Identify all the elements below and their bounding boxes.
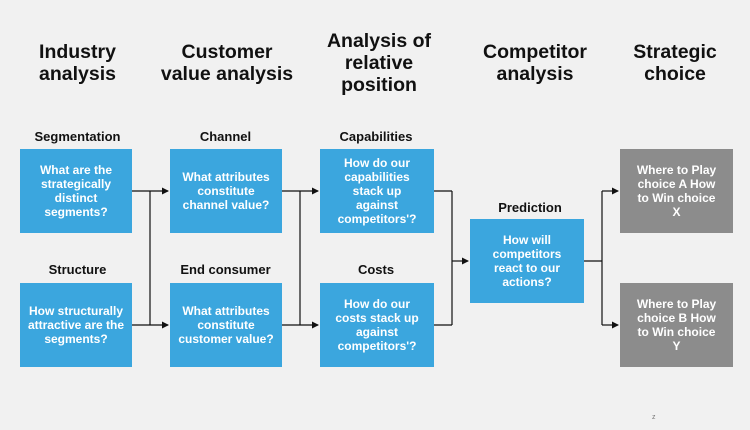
capabilities-box: How do our capabilities stack up against… [320, 149, 434, 233]
label-segmentation: Segmentation [34, 129, 121, 144]
column-title-industry-analysis: Industry analysis [39, 41, 116, 85]
end-consumer-box: What attributes constitute customer valu… [170, 283, 282, 367]
structure-box: How structurally attractive are the segm… [20, 283, 132, 367]
prediction-box: How will competitors react to our action… [470, 219, 584, 303]
label-capabilities: Capabilities [339, 129, 413, 144]
column-title-customer-value-analysis: Customer value analysis [160, 41, 294, 85]
column-title-strategic-choice: Strategic choice [633, 41, 717, 85]
column-title-analysis-of-relative-position: Analysis of relative position [326, 30, 432, 96]
label-prediction: Prediction [498, 200, 562, 215]
choice-a-box: Where to Play choice A How to Win choice… [620, 149, 733, 233]
label-costs: Costs [357, 262, 395, 277]
column-title-competitor-analysis: Competitor analysis [483, 41, 587, 85]
costs-box: How do our costs stack up against compet… [320, 283, 434, 367]
label-structure: Structure [48, 262, 107, 277]
label-end-consumer: End consumer [180, 262, 271, 277]
segmentation-box: What are the strategically distinct segm… [20, 149, 132, 233]
footer-mark: z [652, 414, 656, 421]
label-channel: Channel [199, 129, 252, 144]
channel-box: What attributes constitute channel value… [170, 149, 282, 233]
choice-b-box: Where to Play choice B How to Win choice… [620, 283, 733, 367]
